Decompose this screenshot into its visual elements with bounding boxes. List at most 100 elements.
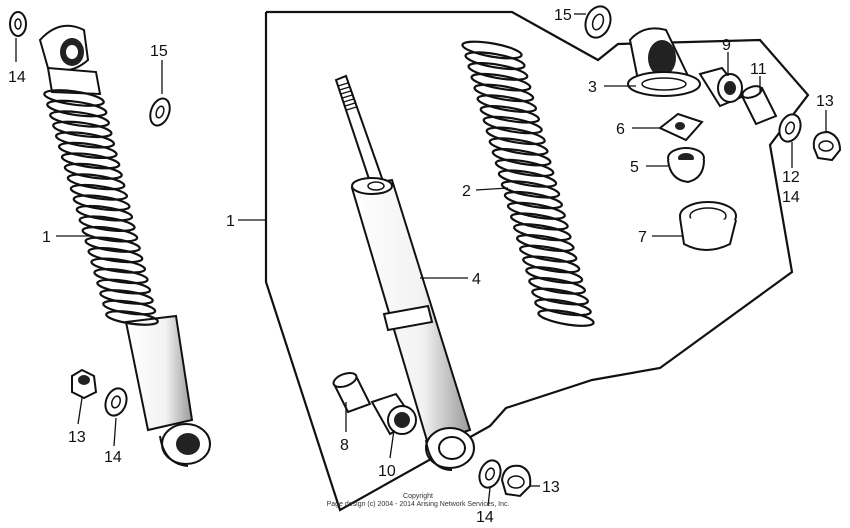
callout-14-left: 14 [104,449,122,466]
spring-coil [473,83,535,103]
callout-8: 8 [340,437,349,454]
damper-unit [334,74,475,471]
spring-coil [528,276,586,295]
spring-coil [81,225,139,243]
callout-9: 9 [722,37,731,54]
spring-coil [60,152,121,170]
spring-coil [54,131,116,149]
washer-12 [778,113,802,143]
copyright-line-1: Copyright [403,493,433,500]
spring-coil [519,244,578,263]
spring-coil [531,287,589,306]
spring-coil [510,212,569,231]
spring-coil [470,72,532,92]
callout-4: 4 [472,271,481,288]
spring-coil [84,236,141,253]
washer-15-left [149,97,171,127]
leader-lines [15,13,827,507]
callout-2: 2 [462,183,471,200]
spring-coil [66,173,126,191]
spring-coil [99,289,154,305]
cap-nut-13-right [812,130,842,162]
spring-coil [464,51,526,71]
spring-coil [72,194,131,212]
callout-13-left: 13 [68,429,86,446]
callout-5: 5 [630,159,639,176]
rod-thread [337,82,349,87]
bushing-9 [698,66,746,108]
upper-joint-cap-3 [627,27,701,97]
rod-thread [339,86,350,91]
rod-thread [343,98,354,103]
spring-coil [491,148,552,167]
cap-nut-13-bottom [500,464,532,498]
callout-10: 10 [378,463,396,480]
callout-7: 7 [638,229,647,246]
spring-coil [537,309,595,327]
spring-coil [52,120,113,139]
callout-14-bottom: 14 [476,509,494,526]
callout-1-left: 1 [42,229,51,246]
spring-coil [57,141,118,160]
spring-coil [46,99,108,118]
callout-14-right: 14 [782,189,800,206]
copyright-line-2: Page design (c) 2004 - 2014 Arising Netw… [327,501,510,508]
spring-coil [525,266,584,285]
callout-1-center: 1 [226,213,235,230]
spring-coil [506,201,566,220]
spring-coil [467,61,529,81]
spring-coil [476,94,538,113]
spring-seat-7 [679,201,737,251]
spring-coil [96,278,152,295]
rod-thread [342,94,353,99]
spring-coil [49,110,110,128]
spring-coil [93,268,149,285]
callout-13-right: 13 [816,93,834,110]
spring-coil [63,162,123,180]
spring-coil [461,40,523,60]
callout-11: 11 [750,61,767,78]
spring-coil [105,310,159,326]
callout-14-topleft: 14 [8,69,26,86]
spring-coil [69,183,129,201]
callout-13-bottom: 13 [542,479,560,496]
spring-coil [494,158,555,178]
stopper-6 [658,112,704,142]
spring-coil [43,89,105,107]
rod-thread [344,102,356,107]
washer-14-topleft [9,11,27,37]
collar-11 [740,85,778,126]
nut-13-left [71,368,98,400]
spring-coil [534,298,592,317]
spring-coil [522,255,581,274]
washer-14-left [104,387,128,417]
spring-coil [75,204,134,222]
callout-6: 6 [616,121,625,138]
complete-shock-absorber [38,24,211,467]
spring-coil [500,180,561,199]
spring-coil [503,190,563,210]
assembly-outline [264,10,810,512]
washer-14-bottom [478,459,502,489]
callout-15-top: 15 [554,7,572,24]
spring-coil [485,126,546,146]
callout-12: 12 [782,169,800,186]
bump-rubber-5 [667,147,705,184]
left-spring-coils [43,89,159,326]
bushing-10 [370,392,417,436]
washer-15-top [584,5,612,39]
main-spring-coils [461,40,595,327]
callout-15-left: 15 [150,43,168,60]
spring-coil [516,233,575,253]
spring-coil [479,105,540,124]
spring-coil [488,137,549,156]
spring-coil [102,299,157,316]
spring-coil [78,215,136,232]
callout-3: 3 [588,79,597,96]
collar-8 [332,372,372,414]
rod-thread [340,90,351,95]
spring-coil [87,246,144,264]
spring-coil [482,115,543,135]
